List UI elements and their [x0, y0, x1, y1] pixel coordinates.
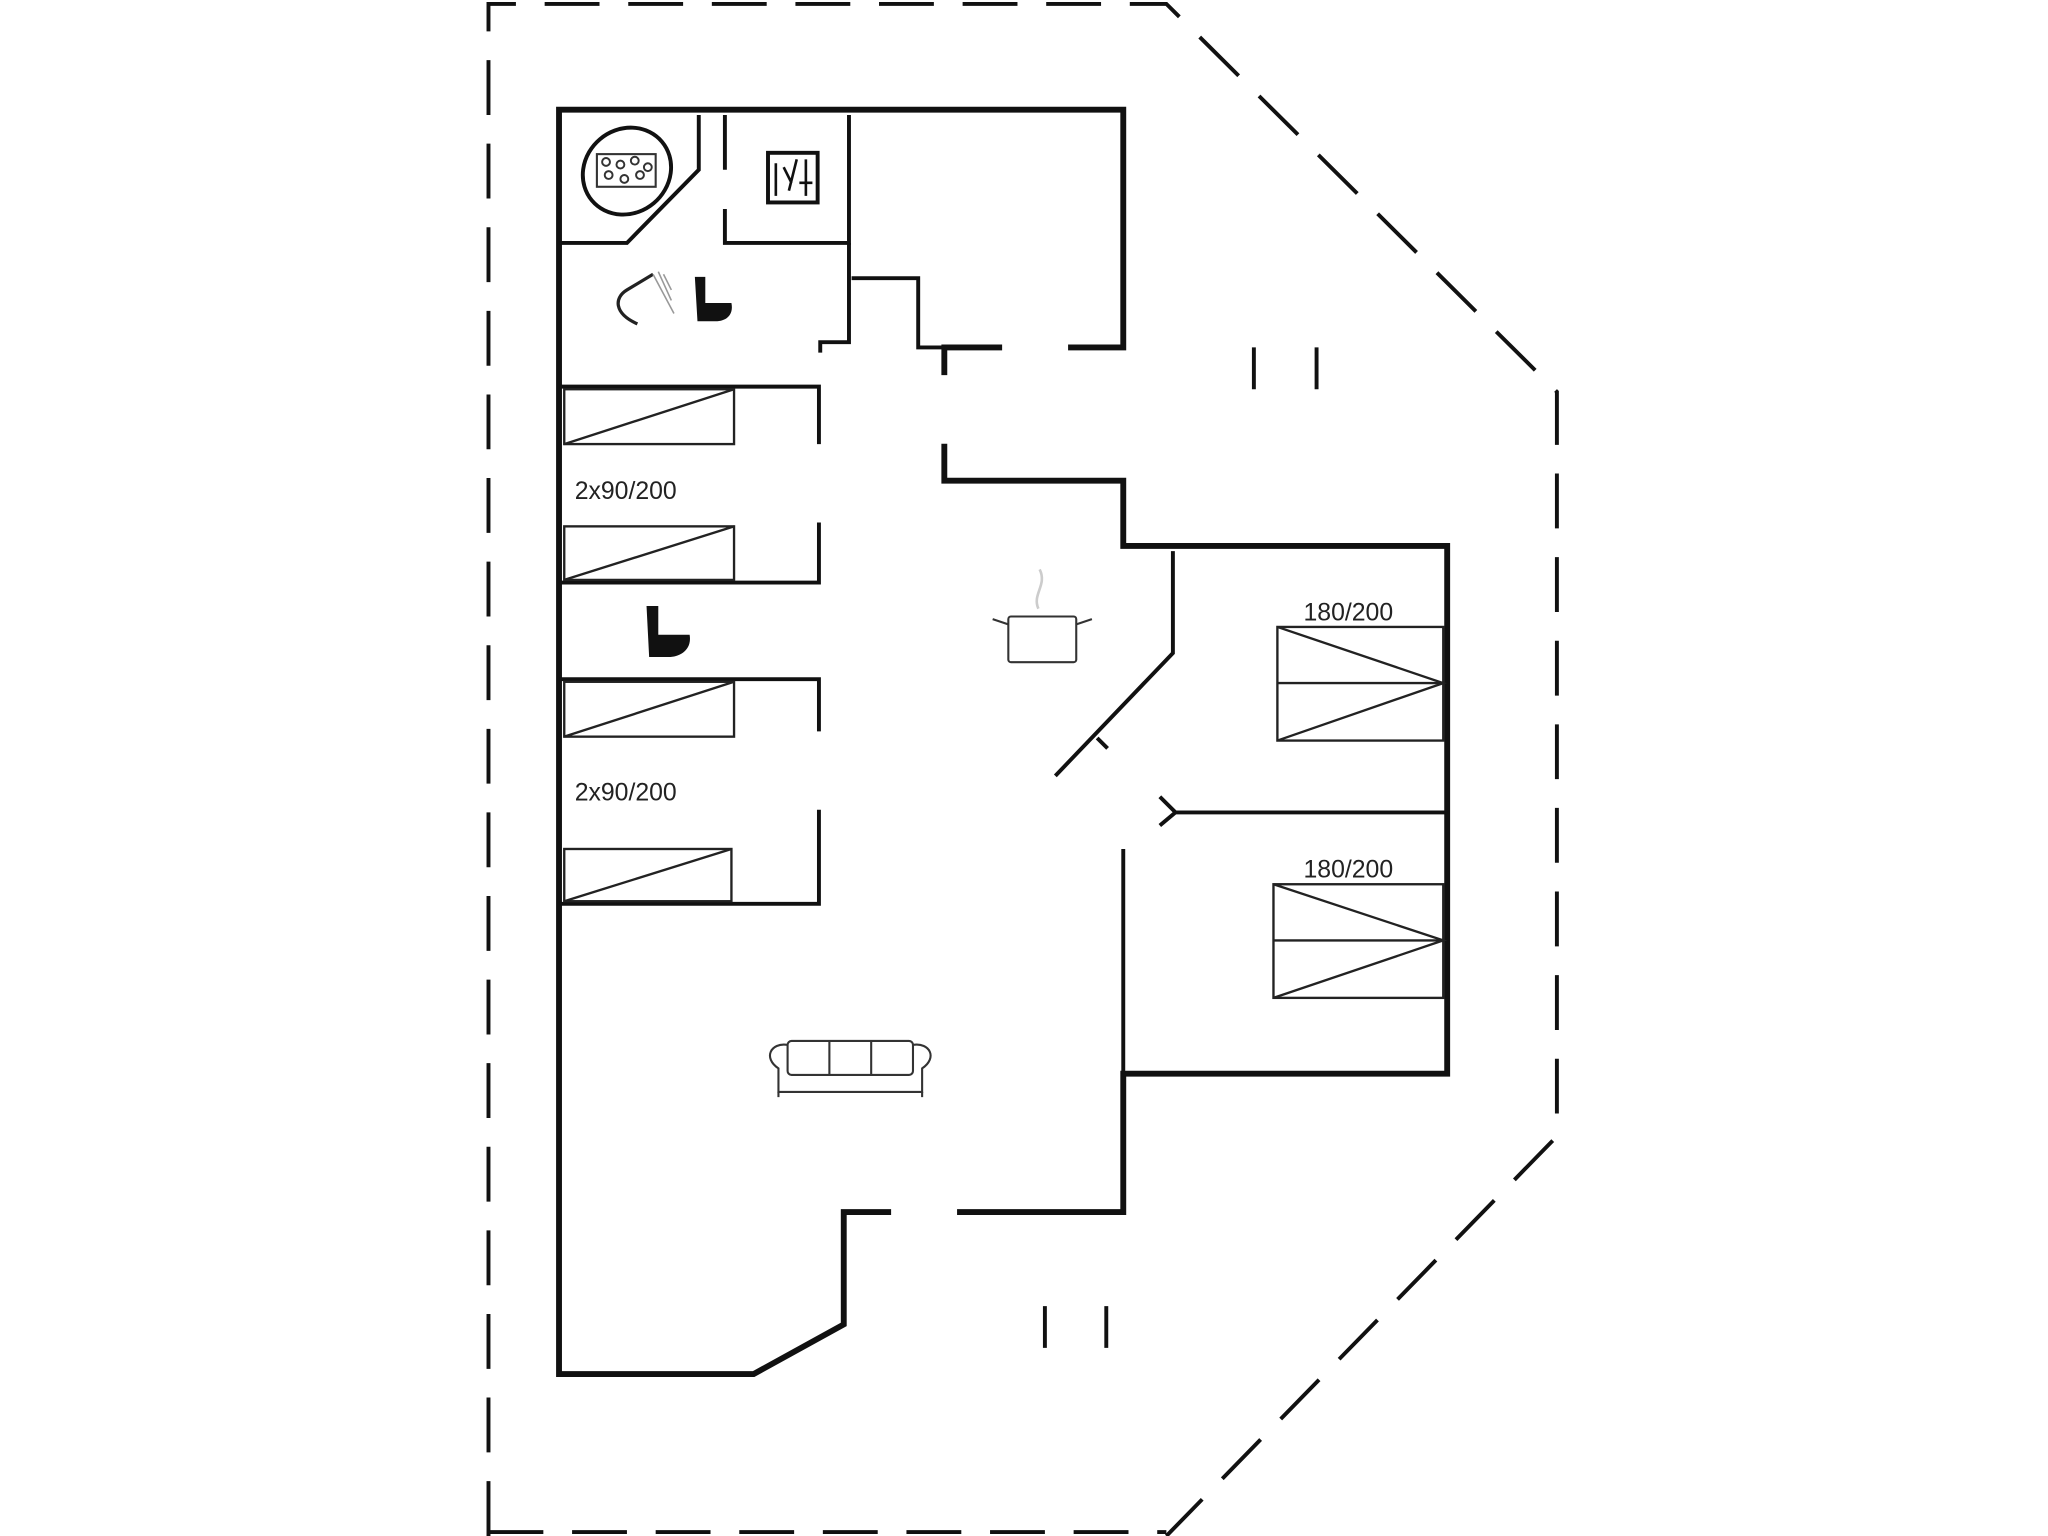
shower-icon [616, 271, 675, 326]
bed-label: 180/200 [1304, 857, 1394, 884]
bed-double [1276, 625, 1447, 742]
bed-label: 2x90/200 [575, 478, 677, 505]
sauna-icon [766, 150, 820, 205]
bed-single [563, 847, 733, 903]
sofa-icon [768, 1039, 932, 1098]
toilet-icon [694, 276, 732, 322]
jacuzzi-icon [580, 125, 674, 217]
bed-double [1272, 883, 1447, 1000]
bed-label: 180/200 [1304, 599, 1394, 626]
interior-walls [559, 114, 1448, 1348]
kitchen-pot-icon [992, 568, 1093, 664]
toilet-icon [646, 606, 690, 657]
bed-single [563, 388, 736, 446]
bed-single [563, 680, 736, 738]
terrace-boundary [486, 1, 1559, 1536]
bed-label: 2x90/200 [575, 780, 677, 807]
exterior-wall [556, 106, 1451, 1377]
bed-single [563, 525, 736, 582]
